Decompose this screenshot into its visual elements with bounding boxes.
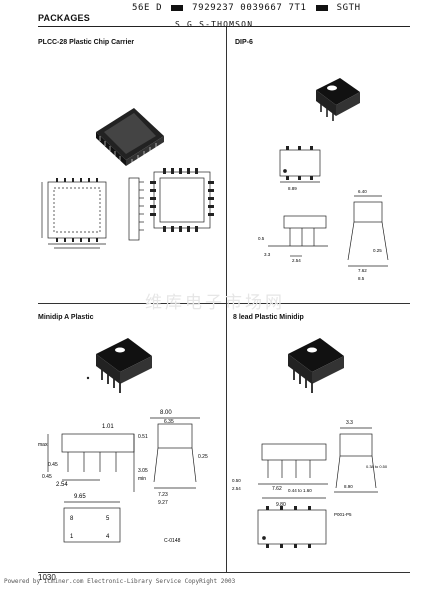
lead8-dim-g: 0.44 to 1.60 [288, 488, 312, 493]
minidip-a-pin-5: 5 [106, 516, 110, 522]
lead8-dim-h: 8.90 [344, 484, 353, 489]
dip6-dim-height: 3.3 [264, 252, 271, 257]
code-part-b: 7929237 0039667 7T1 [192, 3, 307, 13]
minidip-a-pin-4: 4 [106, 534, 110, 540]
dip6-drawing: 8.89 0.5 2.54 3.3 6.40 0.25 7.62 8.5 [258, 78, 389, 281]
plcc28-drawing [41, 108, 214, 249]
lead8-title: 8 lead Plastic Minidip [233, 314, 304, 321]
dip6-end-view [347, 195, 389, 267]
black-block [171, 4, 184, 11]
lead8-chip-illustration [288, 338, 344, 393]
minidip-a-drawing: 1.01 max 0.45 2.54 0.45 0.51 3.05 min 8.… [38, 338, 208, 544]
page-number: 1030 [38, 573, 56, 582]
minidip-a-dim-d9: 9.27 [158, 500, 168, 506]
minidip-a-dim-min: min [138, 476, 146, 482]
dip6-dim-width-bottom: 8.89 [288, 186, 297, 191]
minidip-a-title: Minidip A Plastic [38, 314, 94, 321]
middle-rule [38, 303, 410, 304]
plcc-title: PLCC-28 Plastic Chip Carrier [38, 39, 135, 46]
dip6-dim-s1: 0.25 [373, 248, 382, 253]
manufacturer-name: S G S-THOMSON [175, 20, 254, 29]
minidip-a-chip-illustration [86, 338, 152, 393]
minidip-a-pin-1: 1 [70, 534, 74, 540]
minidip-a-dim-d7: 0.25 [198, 454, 208, 460]
dip6-dim-lead-a: 0.5 [258, 236, 265, 241]
black-block [315, 4, 328, 11]
column-divider [226, 27, 227, 572]
document-code: 56E D 7929237 0039667 7T1 SGTH [132, 3, 361, 13]
lead8-dim-a: 3.3 [346, 420, 353, 426]
lead8-dim-d: 7.62 [272, 486, 282, 492]
plcc-top-view [41, 181, 107, 249]
minidip-a-top-view [63, 507, 121, 543]
lead8-ref: P001-P5 [334, 512, 352, 517]
dip6-dim-s2: 7.62 [358, 268, 367, 273]
minidip-a-pin-8: 8 [70, 516, 74, 522]
top-rule [38, 26, 410, 27]
dip6-title: DIP-6 [235, 39, 253, 46]
lead8-top-view [257, 509, 327, 545]
lead8-dim-c: 2.54 [232, 486, 241, 491]
dip6-chip-illustration [316, 78, 360, 121]
minidip-a-dim-d8: 7.23 [158, 492, 168, 498]
minidip-a-dim-d2: 0.45 [48, 462, 58, 468]
code-part-a: 56E D [132, 3, 163, 13]
minidip-a-dim-d6: 6.35 [164, 419, 174, 425]
minidip-a-dim-max: max [38, 442, 48, 448]
minidip-a-dim-d1: 1.01 [102, 424, 114, 430]
plcc-chip-illustration [96, 108, 164, 166]
code-part-c: SGTH [336, 3, 361, 13]
minidip-a-ref: C-0148 [164, 538, 181, 544]
minidip-a-dim-d10: 0.51 [138, 434, 148, 440]
section-title: PACKAGES [38, 13, 90, 23]
lead8-dim-b: 0.50 [232, 478, 241, 483]
minidip-a-dim-d3: 2.54 [56, 482, 68, 488]
minidip-a-dim-d5: 8.00 [160, 410, 172, 416]
minidip-a-end-view [150, 417, 200, 489]
lead8-end-view [334, 427, 378, 493]
minidip-a-dim-d12: 0.45 [42, 474, 52, 480]
lead8-drawing: 0.50 2.54 7.62 0.44 to 1.60 9.80 3.3 0.3… [232, 338, 388, 548]
lead8-dim-f: 0.38 to 0.50 [366, 464, 388, 469]
minidip-a-side-view [47, 433, 135, 492]
minidip-a-dim-d11: 3.05 [138, 468, 148, 474]
lead8-side-view [258, 443, 328, 499]
minidip-a-dim-d4: 9.65 [74, 494, 86, 500]
dip6-dim-width-top: 6.40 [358, 189, 367, 194]
plcc-side-view [128, 177, 144, 241]
watermark: 维库电子市场网 [145, 293, 285, 313]
dip6-dim-lead-b: 2.54 [292, 258, 301, 263]
dip6-dim-s3: 8.5 [358, 276, 365, 281]
bottom-rule [38, 572, 410, 573]
plcc-bottom-view [153, 171, 211, 229]
footer-text: Powered by ICminer.com Electronic-Librar… [4, 578, 236, 585]
dip6-side-view [268, 215, 328, 257]
lead8-dim-e: 9.80 [276, 502, 286, 508]
